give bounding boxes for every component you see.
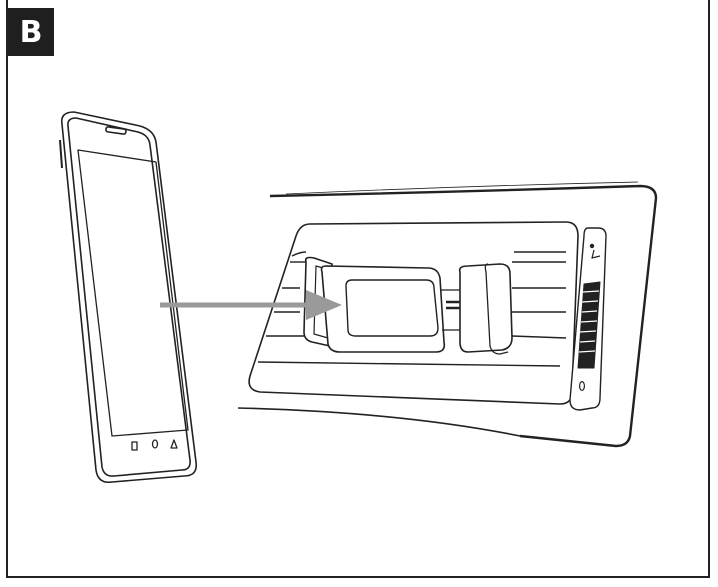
fan-person-icon — [589, 243, 601, 259]
vent-slats — [257, 251, 567, 367]
vent-housing — [248, 221, 579, 405]
phone-inner-edge — [67, 117, 191, 477]
phone-screen — [77, 149, 189, 437]
dashboard-bottom-edge — [237, 407, 521, 437]
mount-right-arm-inner — [484, 263, 509, 355]
circle-icon — [151, 439, 159, 449]
smartphone — [59, 111, 198, 484]
insert-direction-arrow — [160, 290, 342, 320]
dashboard-shadow-line — [285, 181, 639, 195]
dashboard-top-edge — [269, 184, 658, 448]
phone-outer-body — [60, 111, 198, 484]
vent-control-wheel — [569, 227, 607, 411]
phone-speaker-icon — [105, 126, 127, 135]
diagram-frame — [6, 0, 710, 578]
mount-right-arm — [458, 263, 513, 353]
zero-mark-icon — [578, 381, 585, 392]
dashboard-vent-panel — [237, 181, 658, 448]
triangle-icon — [170, 439, 178, 449]
square-icon — [131, 441, 138, 451]
phone-side-button — [59, 139, 63, 169]
step-badge: B — [8, 8, 54, 56]
mount-center-pad — [345, 279, 439, 337]
wheel-roller — [577, 281, 601, 369]
arrow-head — [306, 290, 342, 320]
